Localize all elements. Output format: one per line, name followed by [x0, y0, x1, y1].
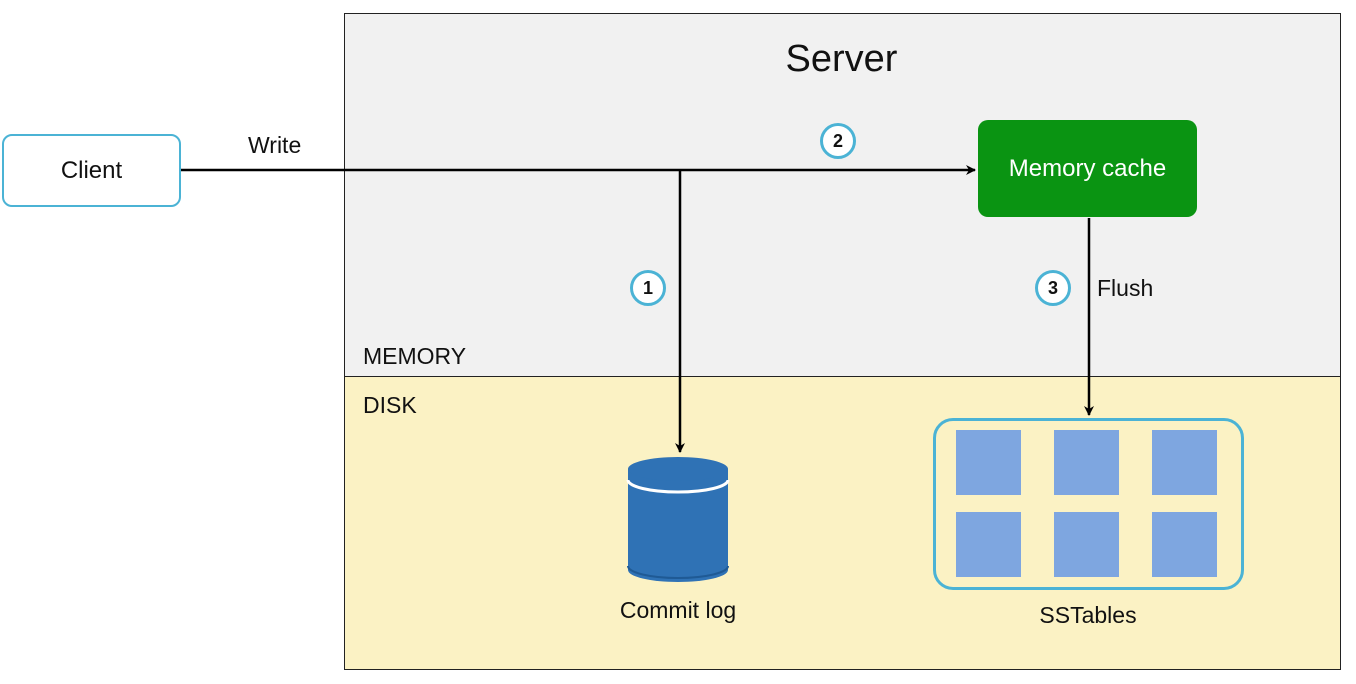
sstables-label: SSTables [1039, 602, 1137, 628]
disk-label: DISK [363, 392, 417, 418]
memory-cache-node[interactable]: Memory cache [978, 120, 1197, 217]
sstable-block [1054, 512, 1119, 577]
step-badge-3: 3 [1035, 270, 1071, 306]
step-badge-2: 2 [820, 123, 856, 159]
sstable-block [1152, 512, 1217, 577]
client-label: Client [60, 156, 123, 184]
write-label: Write [248, 132, 302, 158]
client-node[interactable]: Client [2, 134, 181, 207]
sstable-block [956, 430, 1021, 495]
memory-cache-label: Memory cache [1008, 154, 1167, 182]
server-title: Server [785, 38, 898, 80]
memory-label: MEMORY [363, 343, 467, 369]
sstable-block [1152, 430, 1217, 495]
database-cylinder-icon [626, 457, 730, 582]
sstable-block [1054, 430, 1119, 495]
commit-log-label: Commit log [619, 597, 737, 623]
sstables-group[interactable] [933, 418, 1244, 590]
sstable-block [956, 512, 1021, 577]
flush-label: Flush [1097, 275, 1154, 301]
step-badge-1: 1 [630, 270, 666, 306]
